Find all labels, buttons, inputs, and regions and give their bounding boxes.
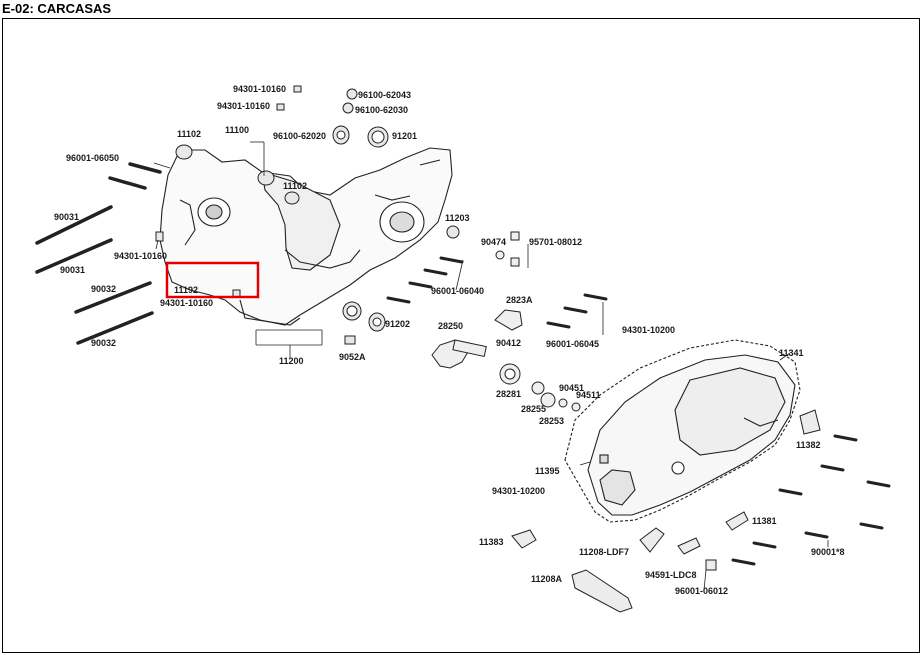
part-label: 90031 bbox=[60, 265, 85, 275]
case-bolts bbox=[386, 256, 891, 566]
diagram-frame bbox=[2, 18, 920, 653]
crankcase-left bbox=[159, 147, 453, 326]
part-label: 11382 bbox=[796, 440, 821, 450]
part-label: 94301-10160 bbox=[114, 251, 167, 261]
part-label: 11102 bbox=[283, 181, 307, 191]
part-label: 90032 bbox=[91, 284, 116, 294]
crankcase-studs bbox=[35, 162, 162, 345]
part-label: 96100-62030 bbox=[355, 105, 408, 115]
part-label: 90031 bbox=[54, 212, 79, 222]
part-label: 28250 bbox=[438, 321, 463, 331]
transmission-cover bbox=[564, 339, 801, 523]
part-label: 94301-10160 bbox=[160, 298, 213, 308]
bearings-and-seals bbox=[155, 85, 460, 345]
part-label: 96100-62043 bbox=[358, 90, 411, 100]
part-label: 94591-LDC8 bbox=[645, 570, 697, 580]
part-label: 11383 bbox=[479, 537, 504, 547]
part-label: 9052A bbox=[339, 352, 366, 362]
part-label: 11102 bbox=[177, 129, 201, 139]
leader-lines bbox=[153, 141, 829, 591]
part-label: 28255 bbox=[521, 404, 546, 414]
part-label: 90001*8 bbox=[811, 547, 845, 557]
page-title: E-02: CARCASAS bbox=[2, 1, 112, 16]
part-label: 11192 bbox=[174, 285, 198, 295]
part-label: 11100 bbox=[225, 125, 249, 135]
part-label: 90451 bbox=[559, 383, 584, 393]
part-label: 91202 bbox=[385, 319, 410, 329]
part-label: 28281 bbox=[496, 389, 521, 399]
part-label: 11208-LDF7 bbox=[579, 547, 629, 557]
kickstart-mechanism bbox=[431, 231, 581, 412]
part-label: 96100-62020 bbox=[273, 131, 326, 141]
part-label: 11208A bbox=[531, 574, 563, 584]
part-label: 90412 bbox=[496, 338, 521, 348]
part-label: 90032 bbox=[91, 338, 116, 348]
part-label: 11381 bbox=[752, 516, 777, 526]
highlight-box-11192 bbox=[165, 261, 260, 299]
part-label: 90474 bbox=[481, 237, 506, 247]
part-label: 96001-06050 bbox=[66, 153, 119, 163]
part-label: 94301-10160 bbox=[217, 101, 270, 111]
part-label: 96001-06040 bbox=[431, 286, 484, 296]
part-label: 95701-08012 bbox=[529, 237, 582, 247]
part-label: 11203 bbox=[445, 213, 470, 223]
brackets-and-levers bbox=[511, 409, 821, 613]
part-label: 91201 bbox=[392, 131, 417, 141]
part-labels: 94301-10160 94301-10160 96100-62043 9610… bbox=[54, 84, 845, 596]
part-label: 28253 bbox=[539, 416, 564, 426]
part-label: 94511 bbox=[576, 390, 601, 400]
part-label: 11395 bbox=[535, 466, 560, 476]
part-label: 94301-10200 bbox=[492, 486, 545, 496]
part-label: 96001-06012 bbox=[675, 586, 728, 596]
part-label: 2823A bbox=[506, 295, 533, 305]
part-label: 94301-10160 bbox=[233, 84, 286, 94]
part-label: 96001-06045 bbox=[546, 339, 599, 349]
part-label: 11341 bbox=[779, 348, 804, 358]
part-label: 11200 bbox=[279, 356, 304, 366]
part-label: 94301-10200 bbox=[622, 325, 675, 335]
